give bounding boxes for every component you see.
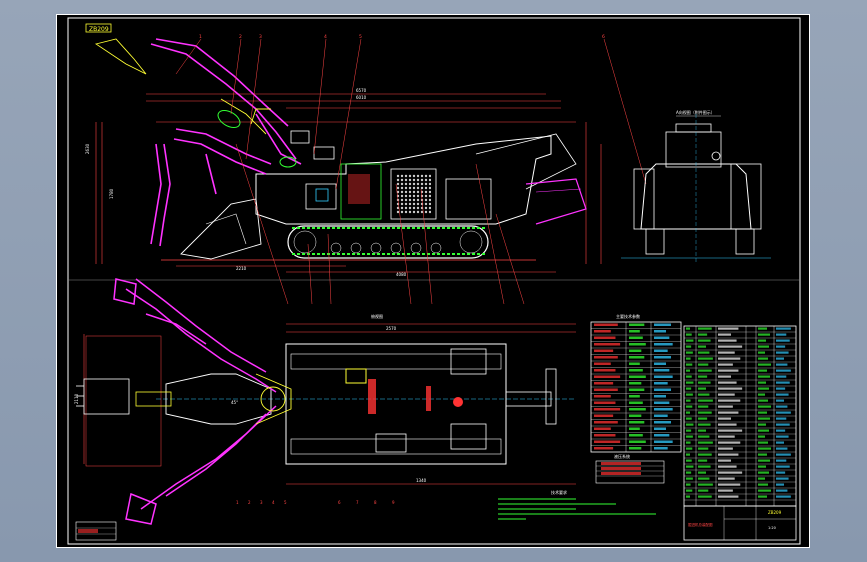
dim-top-1: 6570 — [356, 88, 367, 93]
callout-b9: 9 — [392, 500, 395, 505]
callout-1: 1 — [199, 34, 202, 40]
notes-title: 技术要求 — [551, 489, 567, 495]
callout-b5: 5 — [284, 500, 287, 505]
loading-shovel — [180, 198, 262, 260]
plan-view: 俯视图 2570 2110 1340 45° — [74, 278, 576, 525]
callout-2: 2 — [239, 34, 242, 40]
callout-b2: 2 — [248, 500, 251, 505]
dim-base-1: 2210 — [236, 266, 247, 271]
callout-5: 5 — [359, 34, 362, 40]
parts-list — [683, 325, 797, 507]
cad-drawing: ZB209 6570 6010 2630 1780 2210 — [56, 14, 810, 548]
outer-border — [56, 14, 810, 548]
dim-base-2: 4080 — [396, 272, 407, 277]
side-elevation-view: 6570 6010 2630 1780 2210 4080 — [85, 34, 647, 305]
plan-title: 俯视图 — [371, 313, 383, 319]
dim-height-mid: 1780 — [109, 188, 114, 199]
callout-b6: 6 — [338, 500, 341, 505]
title-drawing-no: ZB209 — [768, 510, 782, 515]
technical-notes: 技术要求 — [498, 489, 656, 520]
cutting-arm-side — [150, 38, 302, 247]
legend-title: 液压系统 — [614, 453, 630, 459]
callout-b3: 3 — [260, 500, 263, 505]
dim-plan-bottom: 1340 — [416, 478, 427, 483]
dim-plan-side: 2110 — [74, 393, 79, 404]
dim-plan-top: 2570 — [386, 326, 397, 331]
inner-border — [67, 17, 801, 545]
callout-b8: 8 — [374, 500, 377, 505]
drawing-sheet[interactable]: ZB209 6570 6010 2630 1780 2210 — [56, 14, 810, 548]
tech-table-title: 主要技术参数 — [616, 313, 640, 319]
cutting-arm-plan — [113, 278, 277, 525]
callout-b7: 7 — [356, 500, 359, 505]
callout-6: 6 — [602, 34, 605, 40]
callout-b4: 4 — [272, 500, 275, 505]
sheet-tag: ZB209 — [89, 26, 109, 33]
sheet-tag-box — [85, 23, 112, 33]
callout-4: 4 — [324, 34, 327, 40]
title-block: ZB209 掘进机总装配图 1:20 — [683, 505, 797, 541]
title-name: 掘进机总装配图 — [688, 522, 713, 527]
revision-block — [75, 521, 117, 541]
hydraulic-legend: 液压系统 — [595, 453, 665, 484]
dim-height-left: 2630 — [85, 143, 90, 154]
tech-parameter-table: 主要技术参数 — [590, 313, 682, 453]
callout-3: 3 — [259, 34, 262, 40]
title-scale: 1:20 — [768, 526, 776, 530]
front-view-title: A向视图（附件图示） — [676, 109, 715, 115]
plan-body — [285, 343, 507, 465]
dim-plan-angle: 45° — [231, 400, 238, 405]
dim-top-2: 6010 — [356, 95, 367, 100]
callout-b1: 1 — [236, 500, 239, 505]
front-view: A向视图（附件图示） — [621, 109, 771, 264]
crawler-track — [287, 225, 489, 259]
control-cabinet — [390, 168, 437, 220]
